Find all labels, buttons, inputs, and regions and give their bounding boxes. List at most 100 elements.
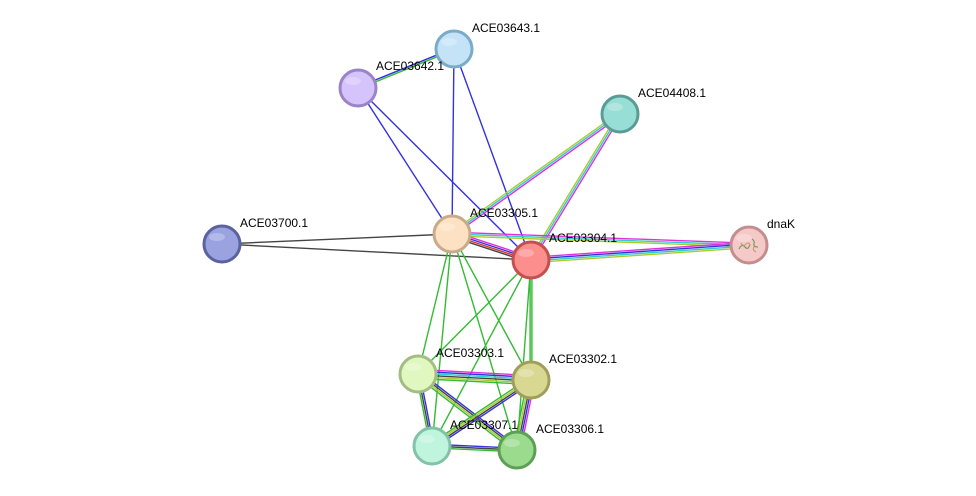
edge-line-cyan	[451, 233, 750, 246]
edge-ace03304-1-dnak	[530, 241, 750, 264]
node-highlight	[209, 233, 225, 241]
protein-structure-icon	[738, 238, 759, 253]
edge-ace03305-1-dnak	[451, 231, 750, 248]
edge-ace03303-1-ace03306-1	[415, 371, 520, 453]
node-highlight	[607, 103, 623, 111]
node-circle[interactable]	[434, 29, 474, 69]
node-label-dnak: dnaK	[767, 217, 795, 231]
edge-line-blue	[451, 48, 455, 235]
node-ace03306-1[interactable]	[497, 430, 537, 470]
node-ace03304-1[interactable]	[511, 240, 551, 280]
node-ace03302-1[interactable]	[511, 360, 551, 400]
node-highlight	[504, 439, 520, 447]
edge-line-magenta	[452, 114, 622, 237]
edge-ace03643-1-ace03305-1	[451, 48, 455, 235]
edges-layer	[221, 47, 750, 453]
node-label-ace03306-1: ACE03306.1	[536, 422, 604, 436]
edge-line-cyan	[531, 245, 750, 262]
node-ace03700-1[interactable]	[202, 224, 242, 264]
node-ace03642-1[interactable]	[338, 68, 378, 108]
edge-line-dark	[432, 380, 532, 448]
edge-line-dark	[418, 372, 518, 450]
node-circle[interactable]	[412, 426, 452, 466]
node-highlight	[405, 363, 421, 371]
node-label-ace04408-1: ACE04408.1	[638, 86, 706, 100]
edge-ace03642-1-ace03304-1	[357, 87, 532, 261]
edge-line-green	[417, 259, 532, 375]
node-ace03305-1[interactable]	[432, 214, 472, 254]
edge-line-blue	[357, 87, 453, 235]
edge-ace03305-1-ace03306-1	[451, 233, 518, 451]
node-label-ace03643-1: ACE03643.1	[472, 21, 540, 35]
node-ace03643-1[interactable]	[434, 29, 474, 69]
node-circle[interactable]	[202, 224, 242, 264]
node-highlight	[441, 38, 457, 46]
node-highlight	[736, 234, 752, 242]
edge-line-green	[417, 233, 453, 375]
edge-line-green	[430, 377, 530, 445]
node-highlight	[518, 249, 534, 257]
node-circle[interactable]	[729, 225, 769, 265]
edge-ace03305-1-ace03302-1	[451, 233, 532, 381]
edge-ace04408-1-ace03305-1	[450, 111, 622, 237]
edge-line-green	[451, 233, 518, 451]
node-highlight	[345, 77, 361, 85]
edge-line-blue	[453, 48, 532, 261]
edge-line-cyan	[451, 113, 621, 235]
edge-ace03304-1-ace03303-1	[417, 259, 532, 375]
edge-line-yellowgreen	[531, 246, 750, 264]
edge-line-yellowgreen	[431, 378, 531, 446]
node-circle[interactable]	[600, 94, 640, 134]
edge-ace03700-1-ace03304-1	[221, 243, 532, 261]
edge-line-green	[415, 375, 516, 453]
edge-ace03642-1-ace03305-1	[357, 87, 453, 235]
node-label-ace03305-1: ACE03305.1	[470, 206, 538, 220]
edge-line-dark	[221, 233, 453, 245]
node-label-ace03302-1: ACE03302.1	[549, 352, 617, 366]
edge-line-blue	[530, 243, 749, 260]
node-label-ace03304-1: ACE03304.1	[549, 231, 617, 245]
labels-layer: ACE03643.1ACE03642.1ACE04408.1ACE03700.1…	[240, 21, 795, 436]
edge-line-green	[451, 233, 532, 381]
edge-line-yellowgreen	[528, 112, 620, 260]
edge-ace03700-1-ace03305-1	[221, 233, 453, 245]
node-highlight	[439, 223, 455, 231]
node-label-ace03700-1: ACE03700.1	[240, 216, 308, 230]
node-circle[interactable]	[338, 68, 378, 108]
edge-line-dark	[221, 243, 532, 261]
edge-line-magenta	[531, 114, 623, 262]
edge-line-green	[431, 233, 453, 447]
edge-ace03643-1-ace03304-1	[453, 48, 532, 261]
node-circle[interactable]	[432, 214, 472, 254]
node-circle[interactable]	[398, 354, 438, 394]
node-highlight	[419, 435, 435, 443]
edge-ace03304-1-ace03307-1	[431, 259, 532, 447]
structure-strand	[740, 242, 751, 247]
structure-strand	[752, 246, 757, 253]
edge-line-magenta	[530, 241, 749, 259]
edge-line-yellowgreen	[417, 374, 517, 452]
node-ace03307-1[interactable]	[412, 426, 452, 466]
node-ace03303-1[interactable]	[398, 354, 438, 394]
node-highlight	[518, 369, 534, 377]
nodes-layer	[202, 29, 769, 470]
edge-line-green	[431, 259, 532, 447]
node-circle[interactable]	[497, 430, 537, 470]
node-circle[interactable]	[511, 240, 551, 280]
edge-line-magenta	[452, 231, 750, 244]
structure-strand	[738, 243, 751, 250]
edge-ace03305-1-ace03307-1	[431, 233, 453, 447]
edge-ace03305-1-ace03303-1	[417, 233, 453, 375]
node-label-ace03642-1: ACE03642.1	[376, 59, 444, 73]
edge-line-yellowgreen	[451, 235, 749, 248]
edge-line-blue	[357, 87, 532, 261]
structure-strand	[751, 238, 759, 248]
node-dnak[interactable]	[729, 225, 769, 265]
edge-line-yellowgreen	[450, 111, 620, 234]
node-circle[interactable]	[511, 360, 551, 400]
edge-line-blue	[433, 381, 533, 449]
node-ace04408-1[interactable]	[600, 94, 640, 134]
node-label-ace03303-1: ACE03303.1	[436, 346, 504, 360]
edge-ace03302-1-ace03307-1	[430, 377, 533, 449]
